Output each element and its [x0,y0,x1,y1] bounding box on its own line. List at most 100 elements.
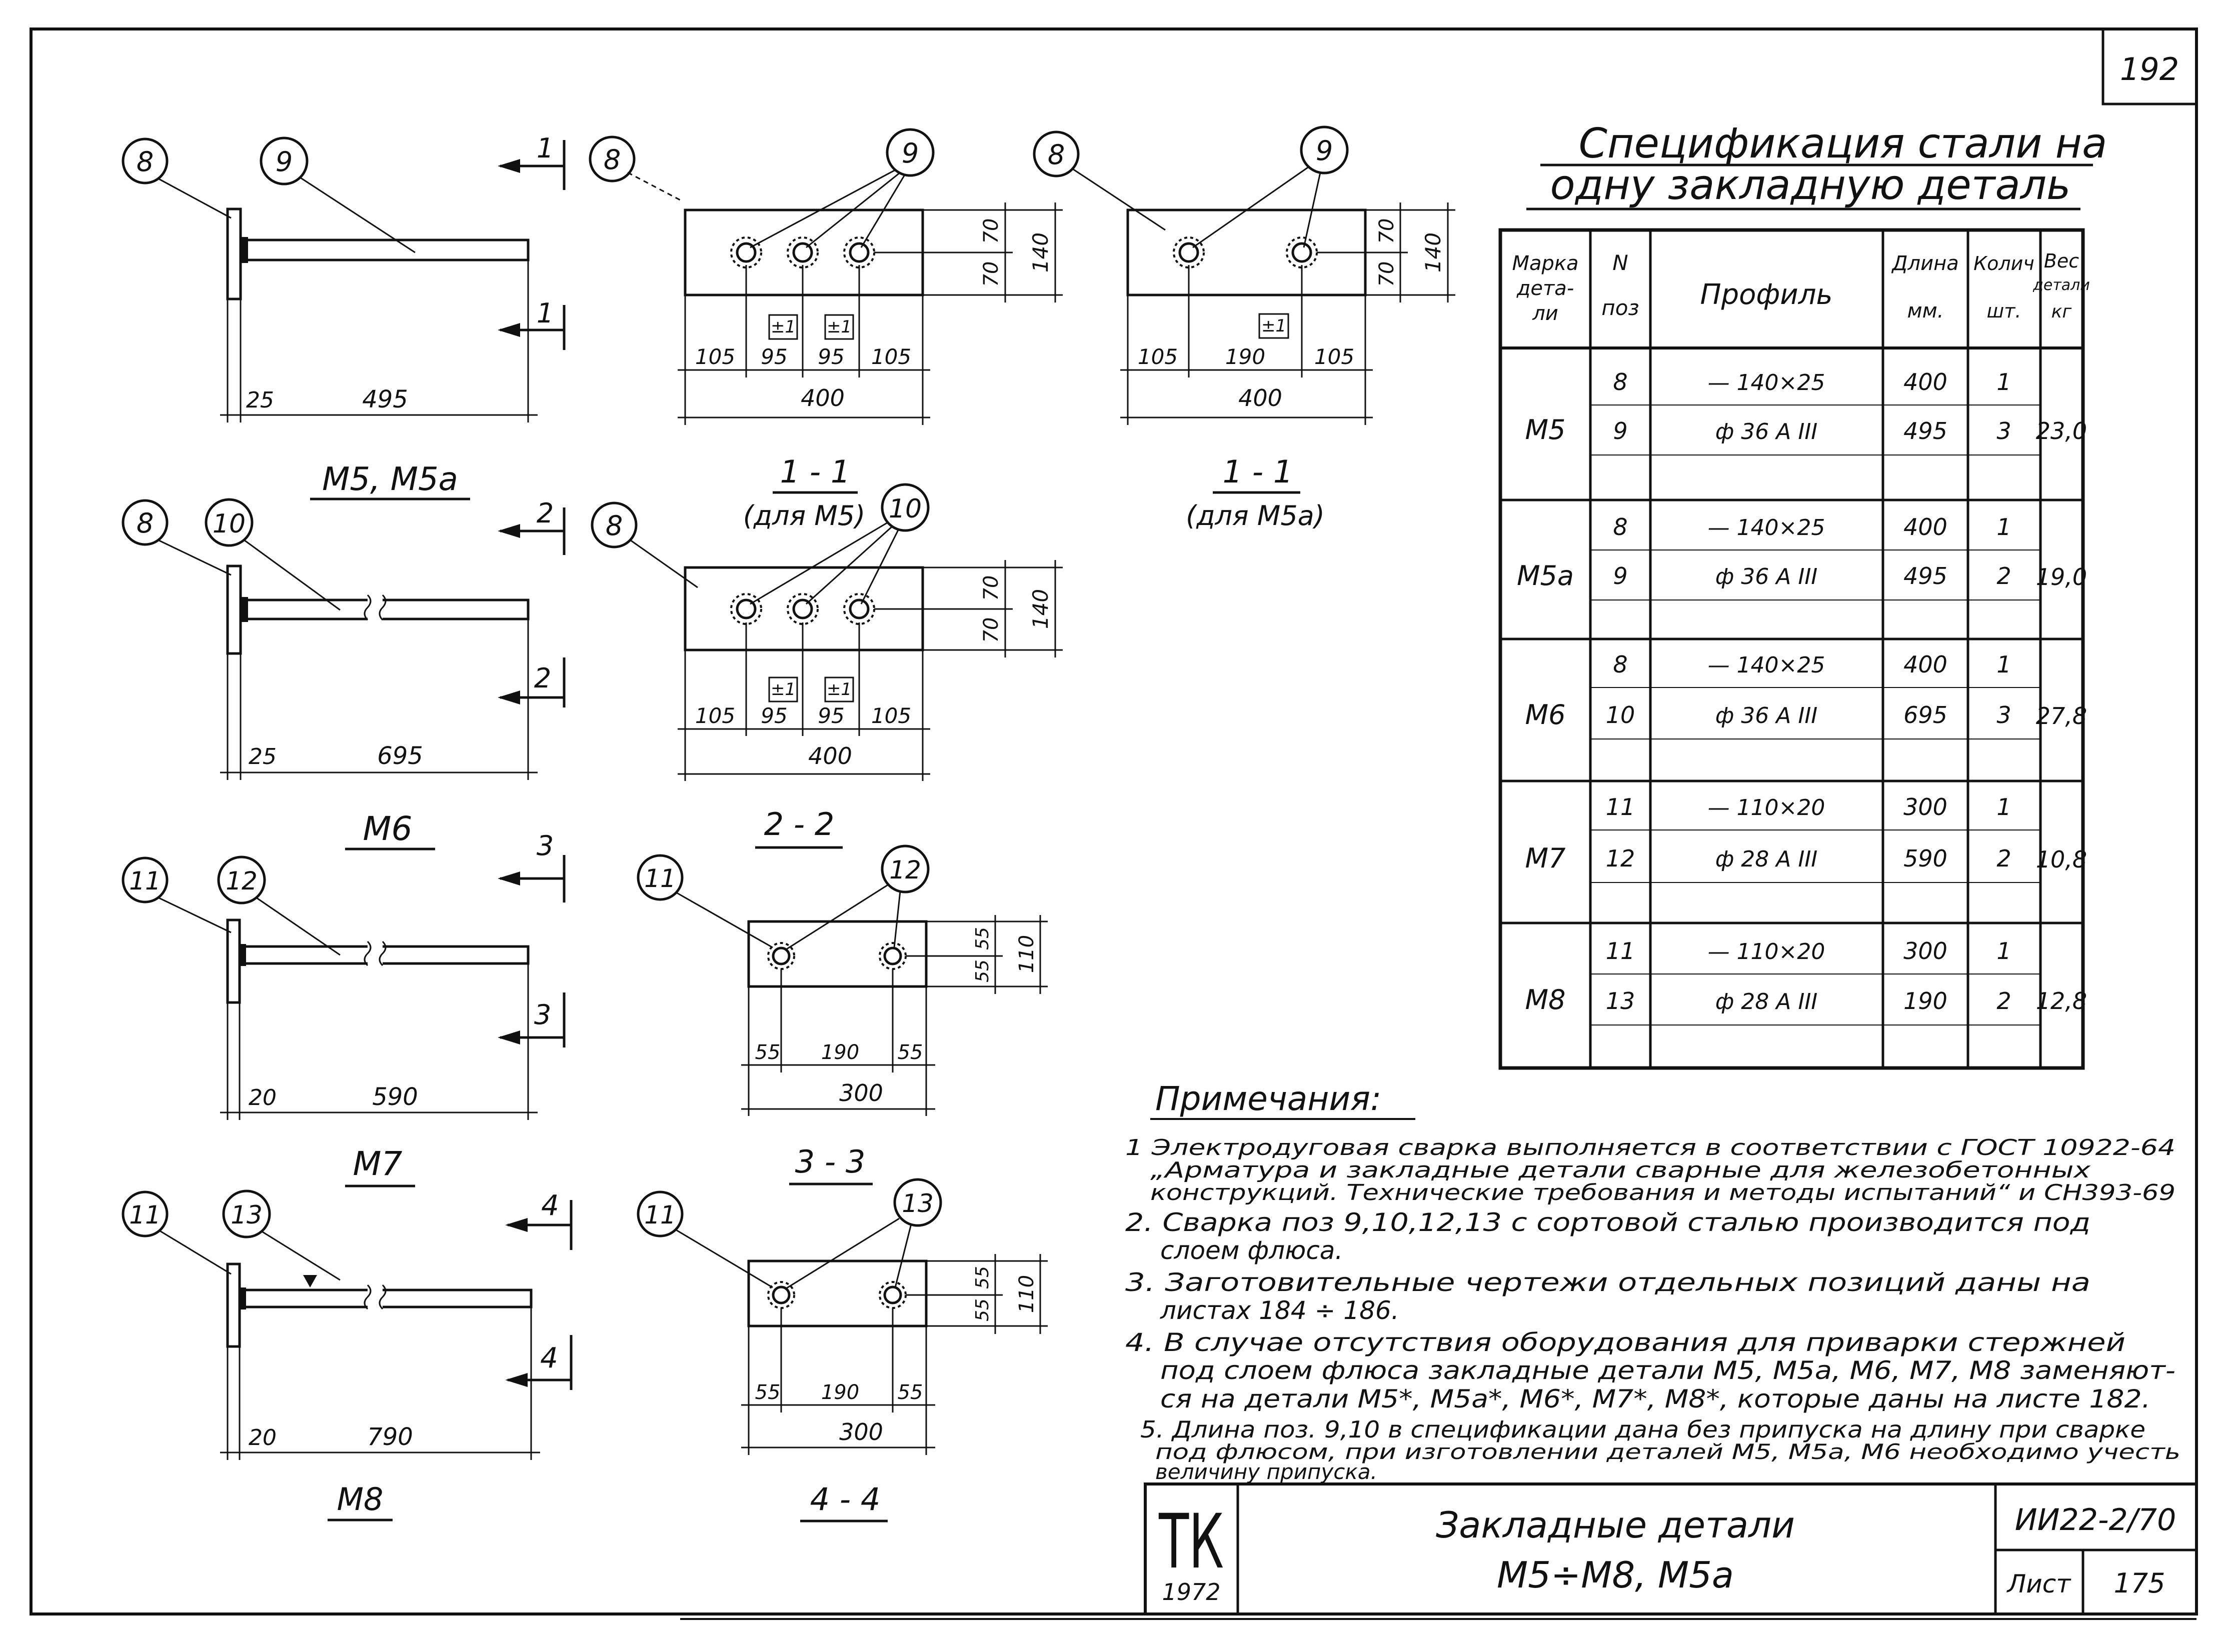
dim-total: 400 [1238,384,1282,412]
dim-bottom: 95 [818,344,844,369]
hdr-length: мм. [1907,300,1943,322]
callout-bar [1300,126,1349,174]
note-line: 4. В случае отсутствия оборудования для … [1125,1328,2125,1357]
dim-height: 110 [1015,935,1038,973]
cell-qty: 2 [1996,988,2011,1014]
cell-pos: 9 [1613,418,1627,444]
arrowhead [498,159,520,173]
leader [805,525,894,605]
dim-right: 70 [1375,218,1398,244]
dim-b: 590 [372,1083,418,1111]
hdr-qty: Колич [1973,252,2034,274]
dim-total: 300 [839,1418,883,1446]
dim-a: 25 [249,744,277,770]
cell-length: 400 [1903,514,1947,540]
section-label: 3 [537,830,554,862]
tolerance-box [824,676,854,702]
note-line: 5. Длина поз. 9,10 в спецификации дана б… [1140,1416,2145,1443]
cell-profile: ф 36 А III [1715,419,1818,444]
callout-bar-label: 13 [231,1200,263,1230]
callout-plate-label: 8 [604,144,621,176]
bar-end [730,593,762,625]
tolerance-box [768,676,798,702]
note-line: 3. Заготовительные чертежи отдельных поз… [1125,1268,2090,1297]
dim-bottom: 190 [821,1381,859,1404]
plate-edge [226,564,242,655]
dim-a: 25 [246,388,274,413]
arrowhead [498,1030,520,1044]
callout-bar [886,128,935,177]
row-weight: 12,8 [2036,988,2087,1014]
break-mark [364,940,387,966]
section-1-1-m5: 8 9 ±1 ±1 105 95 95 105 400 70 70 140 1 … [589,128,1063,532]
title-block: ТК 1972 Закладные детали М5÷М8, М5а ИИ22… [1144,1482,2198,1616]
cell-qty: 1 [1996,368,2011,396]
dim-b: 790 [367,1423,413,1451]
dim-a: 20 [249,1425,277,1450]
note-line: конструкций. Технические требования и ме… [1150,1180,2175,1206]
section-label: 4 [540,1342,558,1374]
spec-title-line1: Спецификация стали на [1579,120,2107,168]
cell-length: 190 [1903,988,1947,1014]
leader [676,1229,773,1288]
cell-pos: 8 [1613,651,1627,678]
cell-pos: 12 [1606,845,1635,872]
dim-right: 70 [980,218,1003,244]
cell-length: 495 [1903,418,1947,444]
bar-end [843,593,875,625]
bar-end [787,593,819,625]
leader [860,528,900,604]
plate-edge [226,1262,241,1348]
callout-plate-label: 11 [644,864,676,893]
row-weight: 27,8 [2036,702,2087,730]
cell-length: 400 [1903,651,1947,678]
notes: Примечания: 1 Электродуговая сварка выпо… [1125,1080,2180,1484]
callout-bar-label: 9 [276,146,293,178]
callout-plate [122,856,169,904]
section-label: 3 [534,999,551,1030]
arrowhead [498,524,520,538]
hdr-mark: Марка [1512,252,1578,275]
note-line: величину припуска. [1155,1460,1377,1484]
cell-length: 495 [1903,562,1947,590]
dim-right: 55 [972,1266,993,1289]
leader [750,522,888,605]
leader [893,890,901,948]
caption: М5, М5а [322,461,458,498]
list-number: 175 [2113,1568,2165,1599]
callout-plate [122,138,169,184]
cell-length: 300 [1903,938,1947,964]
org-year: 1972 [1162,1578,1220,1606]
leader [894,1224,912,1288]
cell-pos: 11 [1606,938,1635,964]
callout-plate-label: 8 [606,510,623,542]
dim-bottom: 55 [898,1041,923,1064]
callout-bar-label: 9 [1316,135,1333,166]
leader [244,539,341,611]
callout-plate-label: 8 [137,146,154,178]
caption: М6 [363,810,413,848]
section-2-2: 8 10 ±1 ±1 105 95 95 105 400 70 70 140 2… [591,483,1063,849]
cell-qty: 3 [1996,702,2011,728]
note-line: под флюсом, при изготовлении деталей М5,… [1155,1440,2180,1464]
table-frame [1498,228,2085,1070]
leader [158,896,232,934]
dim-bottom: 105 [1138,344,1178,369]
hdr-mark: дета- [1516,277,1574,300]
row-mark: М7 [1525,842,1566,874]
bar-end [787,236,819,268]
section-3-3: 11 12 55 190 55 300 55 55 110 3 - 3 [637,844,1048,1186]
tolerance: ±1 [827,680,852,700]
callout-plate [589,136,636,182]
cell-profile: ф 28 А III [1715,846,1818,872]
dim-bottom: 190 [1225,344,1265,369]
tolerance: ±1 [771,317,796,337]
note-line: „Арматура и закладные детали сварные для… [1150,1158,2091,1183]
row-mark: М6 [1525,699,1566,730]
dim-total: 300 [839,1080,883,1106]
dim-bottom: 95 [761,704,787,728]
cell-profile: — 110×20 [1708,939,1825,964]
break-mark [364,1284,387,1310]
leader [676,892,773,948]
